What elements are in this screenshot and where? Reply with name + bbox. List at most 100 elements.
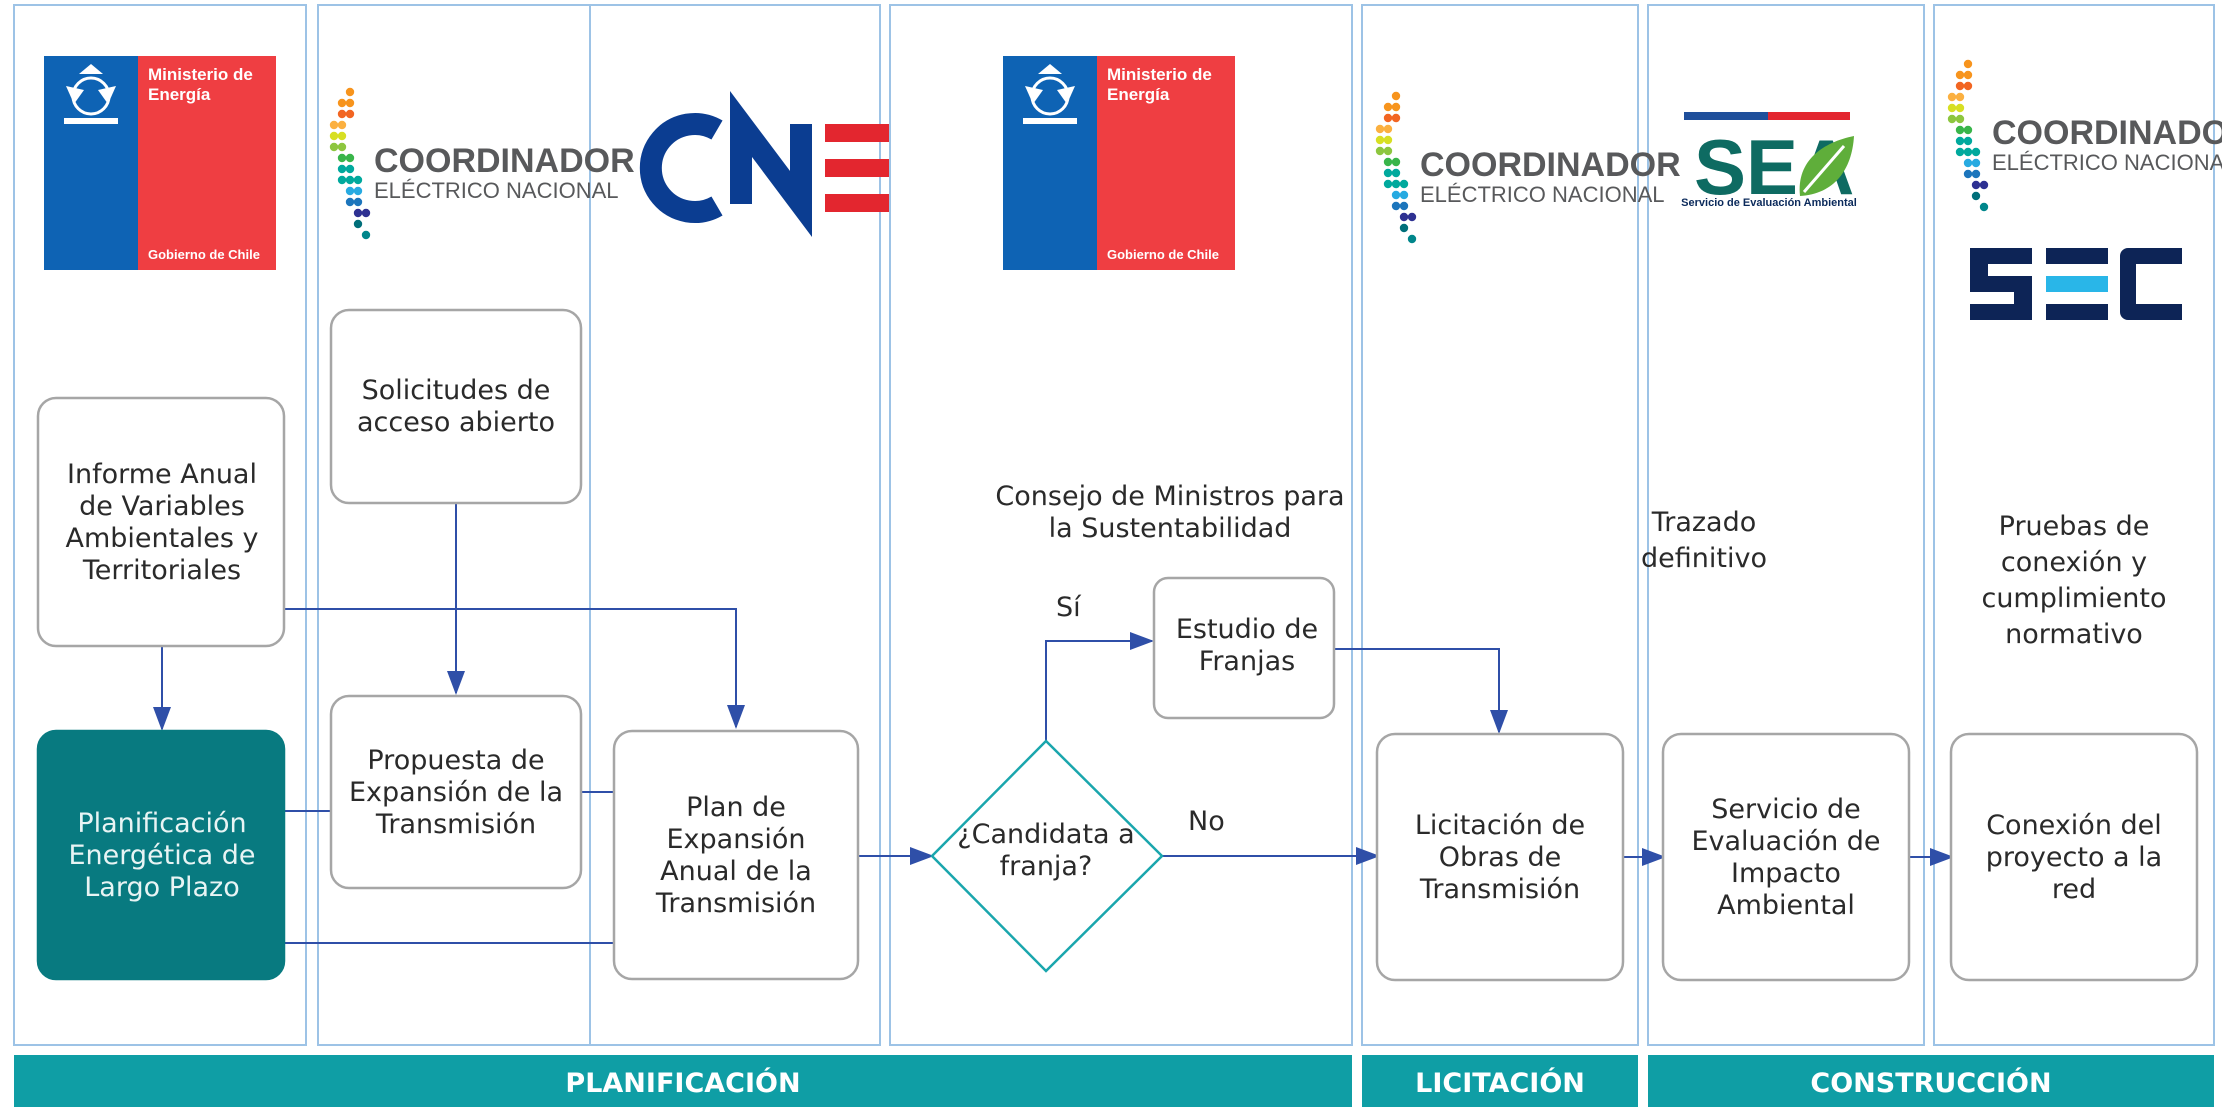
phase-label-construccion: CONSTRUCCIÓN — [1810, 1067, 2051, 1099]
label-no: No — [1188, 806, 1225, 837]
sec-c-icon — [2120, 248, 2182, 320]
coordinador-dot — [1947, 103, 1957, 113]
text-line: Informe Anual — [67, 459, 257, 490]
phase-bar-licitacion — [1362, 1055, 1638, 1107]
coordinador-dot — [1963, 136, 1973, 146]
coordinador-dot — [337, 142, 347, 152]
coordinador-sub-text: ELÉCTRICO NACIONAL — [1992, 150, 2222, 175]
coordinador-dot — [1971, 191, 1981, 201]
chile-coat-of-arms-icon — [64, 64, 118, 124]
coordinador-dot — [1955, 92, 1965, 102]
coordinador-dots-icon — [1947, 59, 1989, 212]
coordinador-dot — [345, 197, 355, 207]
coordinador-dot — [353, 186, 363, 196]
coordinador-dot — [1955, 103, 1965, 113]
arrow-estudio-to-licitacion — [1334, 648, 1508, 734]
lane-ministerio-2 — [889, 4, 1353, 1046]
text-line: Conexión del — [1986, 810, 2162, 841]
ministerio-line2: Energía — [1107, 85, 1170, 104]
ministerio-energia-logo: Ministerio de Energía Gobierno de Chile — [44, 56, 276, 270]
ministerio-energia-logo-2: Ministerio de Energía Gobierno de Chile — [1003, 56, 1235, 270]
text-line: Transmisión — [655, 888, 816, 919]
text-line: Largo Plazo — [84, 872, 239, 903]
sea-subtitle: Servicio de Evaluación Ambiental — [1681, 197, 1857, 209]
coordinador-dot — [1963, 158, 1973, 168]
coordinador-dot — [1399, 201, 1409, 211]
sec-logo: SEC — [1970, 162, 2182, 320]
ministerio-footer: Gobierno de Chile — [1107, 247, 1219, 262]
coordinador-dot — [1971, 158, 1981, 168]
arrow-decision-to-estudio — [1045, 632, 1154, 741]
coordinador-dot — [1391, 102, 1401, 112]
coordinador-dot — [1955, 125, 1965, 135]
arrow-informe-to-plan — [160, 608, 745, 729]
text-line: Ambientales y — [65, 523, 258, 554]
coordinador-dot — [1979, 180, 1989, 190]
text-line: franja? — [1000, 851, 1093, 882]
phase-label-licitacion: LICITACIÓN — [1415, 1067, 1585, 1099]
coordinador-dot — [345, 87, 355, 97]
text-line: Consejo de Ministros para — [995, 481, 1344, 512]
coordinador-dot — [353, 219, 363, 229]
text-line: Franjas — [1199, 646, 1295, 677]
ministerio-line1: Ministerio de — [1107, 65, 1212, 84]
text-line: Territoriales — [82, 555, 241, 586]
coordinador-dot — [1375, 135, 1385, 145]
text-line: Solicitudes de — [362, 375, 551, 406]
coordinador-logo: COORDINADOR ELÉCTRICO NACIONAL — [329, 87, 635, 240]
ministerio-line2: Energía — [148, 85, 211, 104]
text-line: Anual de la — [660, 856, 812, 887]
sec-e-icon — [2046, 248, 2108, 320]
text-line: proyecto a la — [1986, 842, 2162, 873]
text-line: red — [2052, 874, 2096, 905]
cne-n-icon — [730, 91, 812, 237]
coordinador-dot — [1963, 147, 1973, 157]
lane-coordinador-sec — [1933, 4, 2215, 1046]
coordinador-dot — [1391, 190, 1401, 200]
text-line: cumplimiento — [1981, 583, 2166, 614]
coordinador-dot — [1963, 81, 1973, 91]
coordinador-dot — [1383, 102, 1393, 112]
text-line: Expansión de la — [349, 777, 563, 808]
coordinador-dot — [1955, 70, 1965, 80]
coordinador-dot — [353, 175, 363, 185]
coordinador-dot — [329, 120, 339, 130]
coordinador-dot — [1383, 124, 1393, 134]
text-line: Servicio de — [1711, 794, 1861, 825]
text-line: Obras de — [1439, 842, 1561, 873]
sec-text: SEC — [1970, 162, 2167, 269]
text-line: Estudio de — [1176, 614, 1318, 645]
coordinador-dot — [337, 164, 347, 174]
phase-label-planificacion: PLANIFICACIÓN — [565, 1067, 800, 1099]
coordinador-dot — [1947, 92, 1957, 102]
coordinador-main-text: COORDINADOR — [1420, 146, 1681, 184]
chile-coat-of-arms-icon — [1023, 64, 1077, 124]
text-line: Planificación — [77, 808, 246, 839]
coordinador-dot — [1963, 169, 1973, 179]
coordinador-logo-3: COORDINADOR ELÉCTRICO NACIONAL — [1947, 59, 2222, 212]
lane-ministerio — [13, 4, 307, 1046]
ministerio-line1: Ministerio de — [148, 65, 253, 84]
text-line: Transmisión — [1419, 874, 1580, 905]
coordinador-dot — [361, 208, 371, 218]
text-line: Trazado — [1651, 507, 1757, 538]
coordinador-dot — [337, 109, 347, 119]
coordinador-dot — [1399, 212, 1409, 222]
cne-text: CNE — [645, 24, 873, 145]
label-si: Sí — [1056, 592, 1082, 623]
coordinador-dot — [1963, 125, 1973, 135]
coordinador-dot — [1955, 81, 1965, 91]
lane-sea — [1647, 4, 1925, 1046]
cne-logo: CNE — [639, 24, 889, 237]
